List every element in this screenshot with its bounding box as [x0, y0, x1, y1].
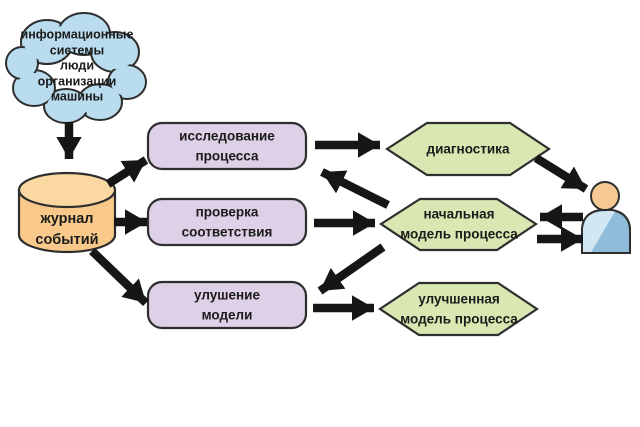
activity-model-enhancement [146, 280, 308, 330]
artifact-initial-model [378, 197, 539, 252]
arrow-initialmodel-to-discovery [320, 168, 390, 209]
artifact-improved-model [378, 281, 539, 337]
arrow-log-to-discovery [105, 156, 149, 188]
activity-conformance-checking [146, 197, 308, 247]
activity-process-discovery [146, 121, 308, 171]
arrow-diagnostics-to-person [533, 154, 589, 193]
analyst-person-icon [581, 181, 631, 254]
arrow-log-to-enhancement [89, 247, 149, 307]
person-head [590, 181, 620, 211]
source-cloud-shape [5, 12, 147, 124]
artifact-diagnostics [384, 121, 551, 177]
event-log-cylinder [17, 171, 117, 254]
arrow-initialmodel-to-enhancement [317, 243, 386, 295]
